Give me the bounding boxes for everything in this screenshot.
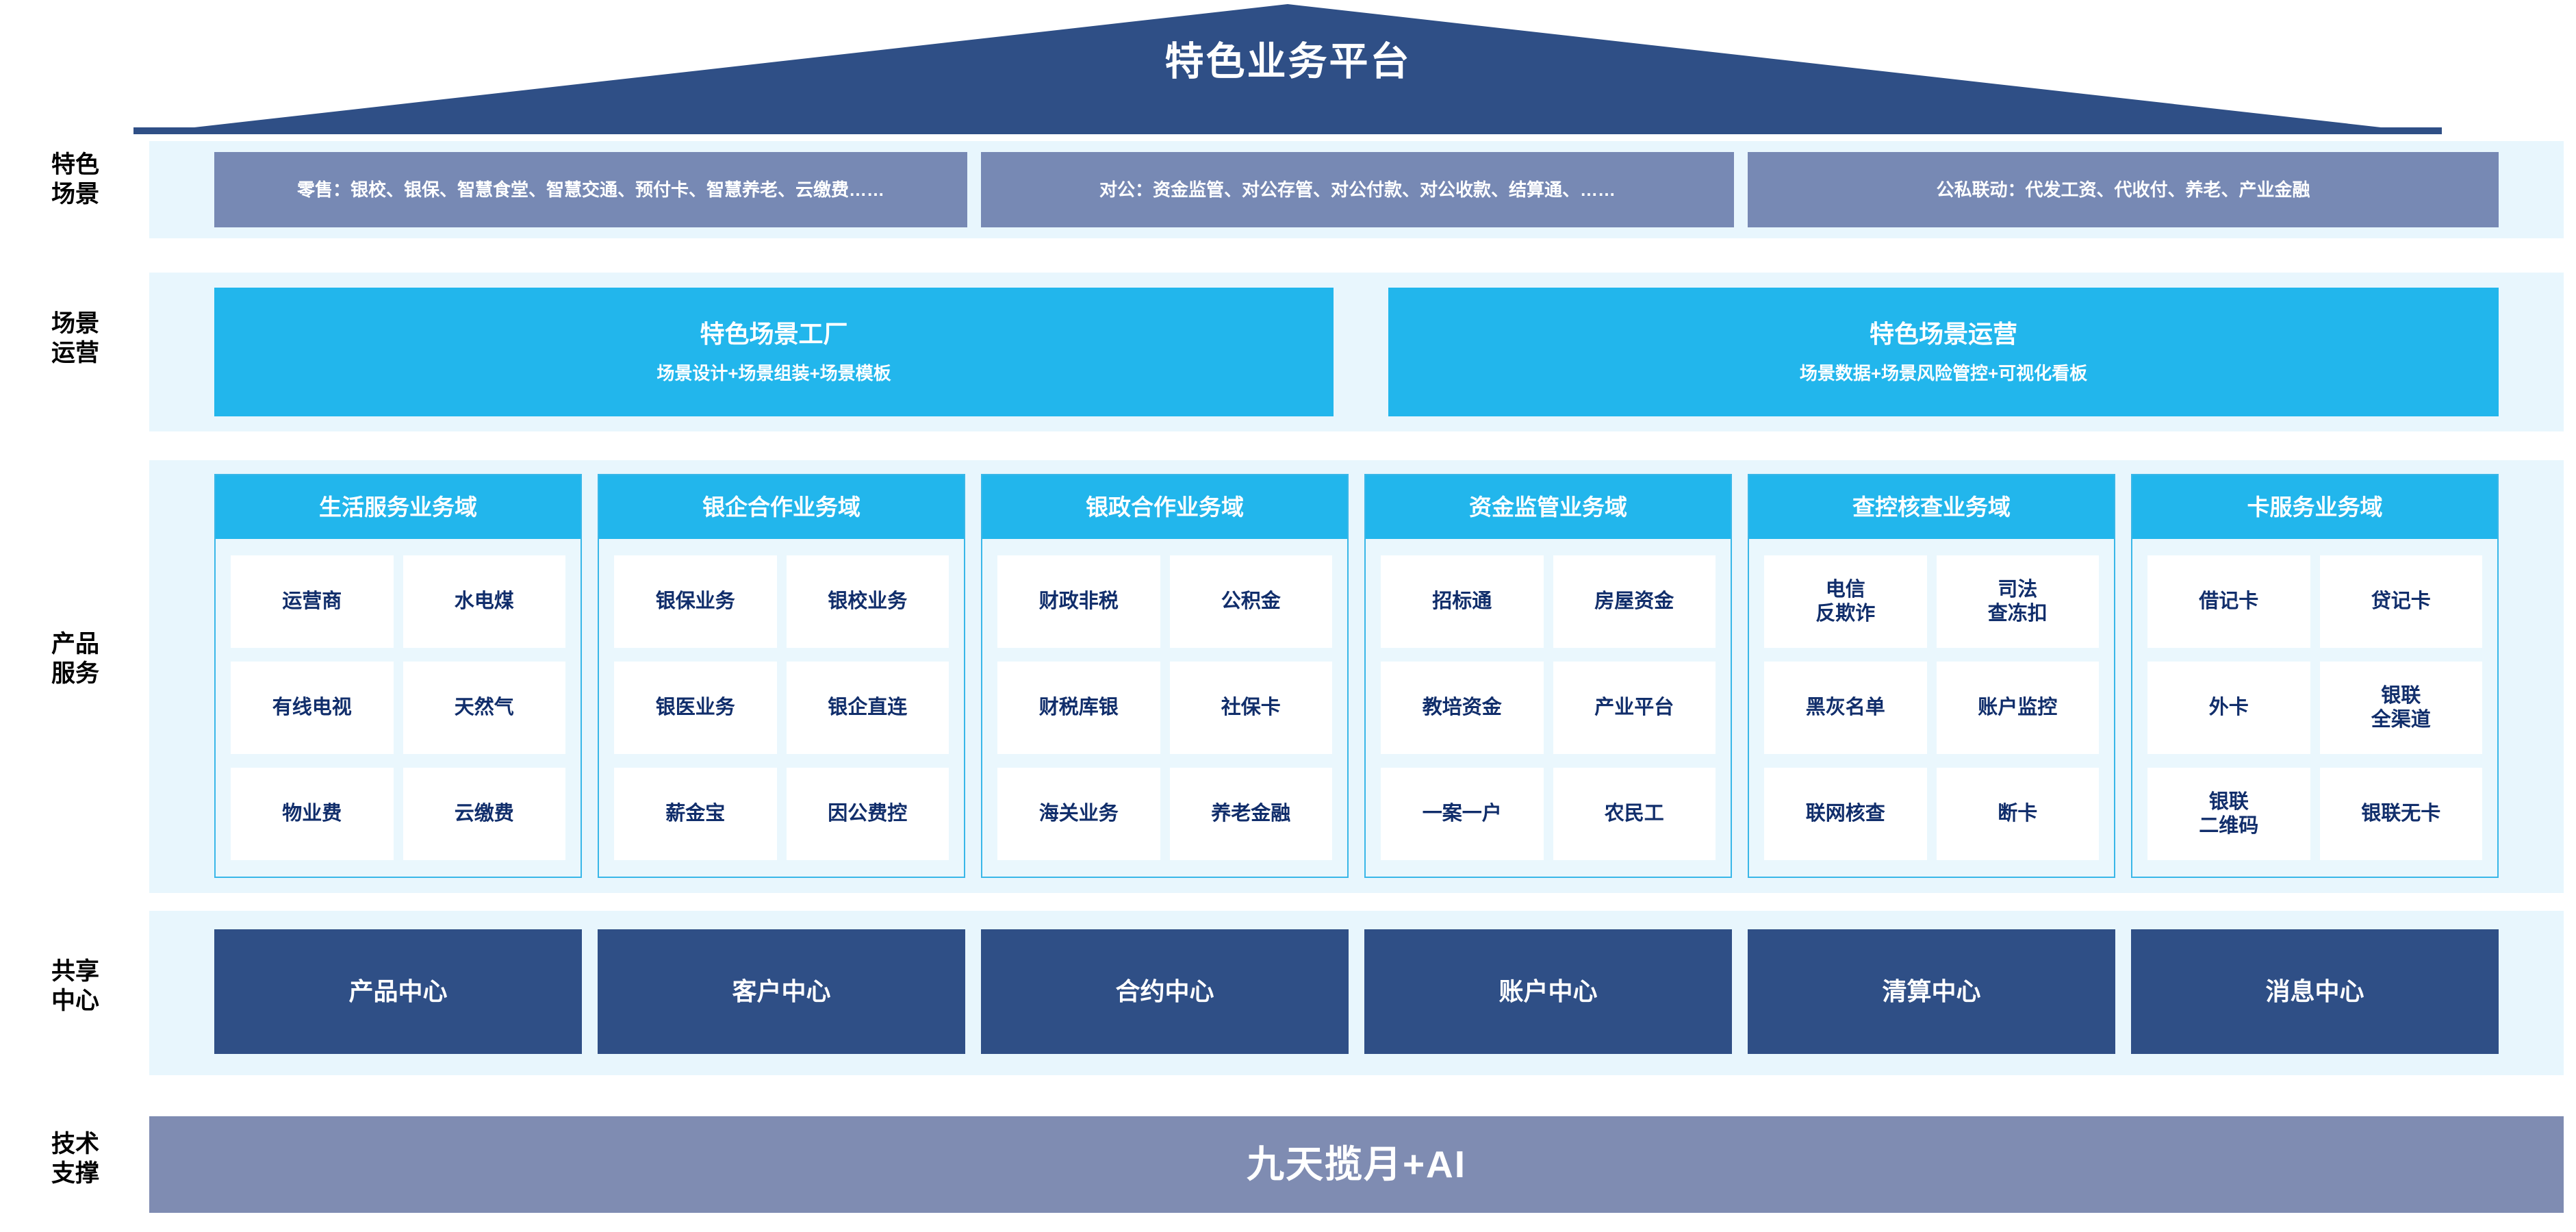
domain-item[interactable]: 产业平台 [1553, 662, 1716, 754]
domain-item[interactable]: 房屋资金 [1553, 555, 1716, 648]
domain-item[interactable]: 运营商 [231, 555, 394, 648]
domain-card-card-service[interactable]: 卡服务业务域 借记卡 贷记卡 外卡 银联全渠道 银联二维码 银联无卡 [2131, 474, 2499, 878]
shared-center-message[interactable]: 消息中心 [2131, 929, 2499, 1054]
domain-item-grid: 借记卡 贷记卡 外卡 银联全渠道 银联二维码 银联无卡 [2132, 539, 2497, 877]
domain-card-bank-government[interactable]: 银政合作业务域 财政非税 公积金 财税库银 社保卡 海关业务 养老金融 [981, 474, 1349, 878]
row-label-tech: 技术支撑 [51, 1131, 99, 1187]
domain-item-grid: 运营商 水电煤 有线电视 天然气 物业费 云缴费 [216, 539, 581, 877]
domain-item[interactable]: 断卡 [1936, 768, 2099, 860]
scenario-box-public-private[interactable]: 公私联动：代发工资、代收付、养老、产业金融 [1748, 152, 2499, 227]
row-label-product: 产品服务 [51, 631, 99, 687]
operation-subtitle: 场景设计+场景组装+场景模板 [656, 363, 891, 384]
shared-center-customer[interactable]: 客户中心 [598, 929, 965, 1054]
domain-item[interactable]: 招标通 [1381, 555, 1544, 648]
domain-item[interactable]: 银联全渠道 [2319, 662, 2482, 754]
domain-item[interactable]: 社保卡 [1169, 662, 1332, 754]
domain-item[interactable]: 财政非税 [997, 555, 1160, 648]
domain-card-bank-enterprise[interactable]: 银企合作业务域 银保业务 银校业务 银医业务 银企直连 薪金宝 因公费控 [598, 474, 965, 878]
domain-item[interactable]: 有线电视 [231, 662, 394, 754]
domain-item[interactable]: 账户监控 [1936, 662, 2099, 754]
domain-item[interactable]: 公积金 [1169, 555, 1332, 648]
operation-box-scene-operation[interactable]: 特色场景运营 场景数据+场景风险管控+可视化看板 [1388, 288, 2499, 416]
domain-card-investigation-control[interactable]: 查控核查业务域 电信反欺诈 司法查冻扣 黑灰名单 账户监控 联网核查 断卡 [1748, 474, 2115, 878]
domain-item[interactable]: 银联无卡 [2319, 768, 2482, 860]
domain-item[interactable]: 海关业务 [997, 768, 1160, 860]
scenario-box-corporate[interactable]: 对公：资金监管、对公存管、对公付款、对公收款、结算通、…… [981, 152, 1734, 227]
operation-title: 特色场景运营 [1869, 320, 2017, 348]
row-label-scenario: 特色场景 [51, 151, 99, 208]
domain-item[interactable]: 银企直连 [786, 662, 949, 754]
operation-band: 特色场景工厂 场景设计+场景组装+场景模板 特色场景运营 场景数据+场景风险管控… [149, 273, 2564, 431]
domain-item[interactable]: 一案一户 [1381, 768, 1544, 860]
domain-item[interactable]: 银联二维码 [2147, 768, 2310, 860]
domain-item[interactable]: 因公费控 [786, 768, 949, 860]
domain-card-fund-supervision[interactable]: 资金监管业务域 招标通 房屋资金 教培资金 产业平台 一案一户 农民工 [1364, 474, 1732, 878]
domain-item[interactable]: 财税库银 [997, 662, 1160, 754]
scenario-box-retail[interactable]: 零售：银校、银保、智慧食堂、智慧交通、预付卡、智慧养老、云缴费…… [214, 152, 967, 227]
domain-item[interactable]: 电信反欺诈 [1764, 555, 1927, 648]
domain-item-grid: 电信反欺诈 司法查冻扣 黑灰名单 账户监控 联网核查 断卡 [1749, 539, 2114, 877]
domain-item[interactable]: 贷记卡 [2319, 555, 2482, 648]
domain-title: 资金监管业务域 [1366, 475, 1731, 539]
operation-title: 特色场景工厂 [700, 320, 848, 348]
scenario-band: 零售：银校、银保、智慧食堂、智慧交通、预付卡、智慧养老、云缴费…… 对公：资金监… [149, 141, 2564, 238]
domain-title: 银政合作业务域 [982, 475, 1347, 539]
domain-title: 生活服务业务域 [216, 475, 581, 539]
shared-center-product[interactable]: 产品中心 [214, 929, 582, 1054]
platform-roof: 特色业务平台 [0, 0, 2576, 134]
roof-shape [133, 4, 2576, 134]
domain-title: 卡服务业务域 [2132, 475, 2497, 539]
domain-item-grid: 财政非税 公积金 财税库银 社保卡 海关业务 养老金融 [982, 539, 1347, 877]
shared-center-account[interactable]: 账户中心 [1364, 929, 1732, 1054]
tech-support-band: 九天揽月+AI [149, 1116, 2564, 1213]
domain-item[interactable]: 司法查冻扣 [1936, 555, 2099, 648]
domain-item[interactable]: 物业费 [231, 768, 394, 860]
domain-item[interactable]: 云缴费 [403, 768, 565, 860]
domain-item[interactable]: 黑灰名单 [1764, 662, 1927, 754]
shared-center-contract[interactable]: 合约中心 [981, 929, 1349, 1054]
domain-item[interactable]: 养老金融 [1169, 768, 1332, 860]
domain-item[interactable]: 银医业务 [614, 662, 777, 754]
domain-item[interactable]: 借记卡 [2147, 555, 2310, 648]
domain-title: 银企合作业务域 [599, 475, 964, 539]
domain-item-grid: 招标通 房屋资金 教培资金 产业平台 一案一户 农民工 [1366, 539, 1731, 877]
row-label-shared: 共享中心 [51, 958, 99, 1014]
row-label-operation: 场景运营 [51, 310, 99, 366]
domain-item[interactable]: 教培资金 [1381, 662, 1544, 754]
shared-center-band: 产品中心 客户中心 合约中心 账户中心 清算中心 消息中心 [149, 911, 2564, 1075]
domain-title: 查控核查业务域 [1749, 475, 2114, 539]
domain-item[interactable]: 银校业务 [786, 555, 949, 648]
shared-center-clearing[interactable]: 清算中心 [1748, 929, 2115, 1054]
domain-item[interactable]: 联网核查 [1764, 768, 1927, 860]
tech-support-label: 九天揽月+AI [1246, 1143, 1467, 1185]
domain-item[interactable]: 水电煤 [403, 555, 565, 648]
domain-item[interactable]: 天然气 [403, 662, 565, 754]
domain-item[interactable]: 农民工 [1553, 768, 1716, 860]
domain-item[interactable]: 外卡 [2147, 662, 2310, 754]
product-band: 生活服务业务域 运营商 水电煤 有线电视 天然气 物业费 云缴费 银企合作业务域… [149, 460, 2564, 893]
operation-subtitle: 场景数据+场景风险管控+可视化看板 [1799, 363, 2088, 384]
domain-item[interactable]: 薪金宝 [614, 768, 777, 860]
domain-item[interactable]: 银保业务 [614, 555, 777, 648]
domain-item-grid: 银保业务 银校业务 银医业务 银企直连 薪金宝 因公费控 [599, 539, 964, 877]
domain-card-life-service[interactable]: 生活服务业务域 运营商 水电煤 有线电视 天然气 物业费 云缴费 [214, 474, 582, 878]
operation-box-scene-factory[interactable]: 特色场景工厂 场景设计+场景组装+场景模板 [214, 288, 1334, 416]
page-title: 特色业务平台 [1164, 40, 1412, 84]
